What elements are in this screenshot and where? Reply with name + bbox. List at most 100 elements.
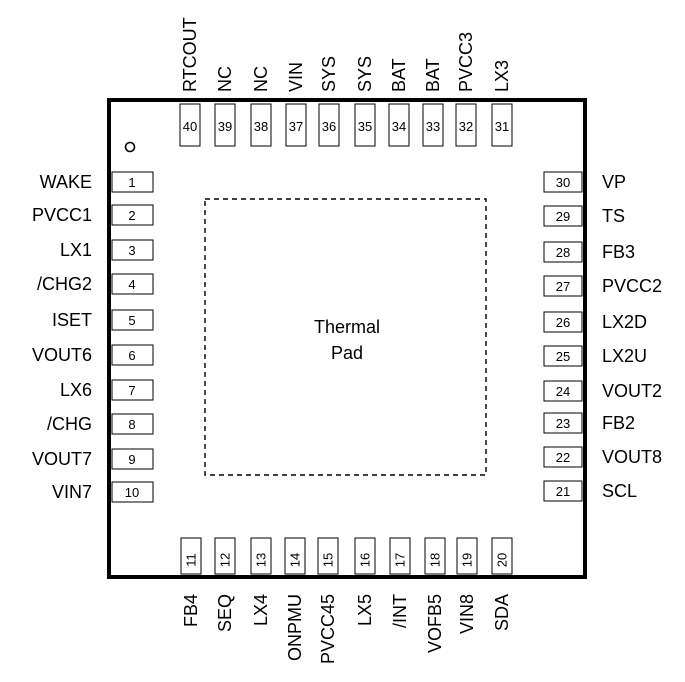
pin-number: 12 — [218, 553, 233, 567]
pin-name: LX3 — [492, 60, 512, 92]
pin-name: LX1 — [60, 240, 92, 260]
pin-name: SEQ — [215, 594, 235, 632]
pin-name: PVCC1 — [32, 205, 92, 225]
pin-number: 26 — [556, 315, 570, 330]
pin-box — [543, 205, 583, 227]
pin-number: 37 — [289, 119, 303, 134]
pin-number: 27 — [556, 279, 570, 294]
pin-23: 23 FB2 — [543, 412, 635, 434]
pin-name: LX4 — [251, 594, 271, 626]
pin-box — [285, 103, 307, 147]
pin-name: FB2 — [602, 413, 635, 433]
pin-box — [111, 448, 154, 470]
pins-layer: 1WAKE2PVCC13LX14/CHG25ISET6VOUT67LX68/CH… — [32, 17, 662, 664]
pin-box — [543, 480, 583, 502]
pin-name: VOUT8 — [602, 447, 662, 467]
pin-box — [111, 239, 154, 261]
pin-number: 13 — [254, 553, 269, 567]
pin-box — [543, 380, 583, 402]
pin-number: 6 — [128, 348, 135, 363]
pin-box — [179, 103, 201, 147]
pin1-marker — [124, 141, 136, 153]
pin-name: VIN — [286, 62, 306, 92]
pin-name: WAKE — [40, 172, 92, 192]
pin-name: PVCC2 — [602, 276, 662, 296]
pin-name: LX6 — [60, 380, 92, 400]
package-body — [107, 98, 587, 579]
pin-box — [317, 537, 339, 575]
pin-number: 38 — [254, 119, 268, 134]
pin-name: VIN8 — [457, 594, 477, 634]
pin-number: 39 — [218, 119, 232, 134]
thermal-pad-label-line2: Pad — [331, 343, 363, 363]
pin-number: 5 — [128, 313, 135, 328]
pin-number: 19 — [460, 553, 475, 567]
pin-number: 20 — [495, 553, 510, 567]
pin-name: VOUT2 — [602, 381, 662, 401]
pin-31: 31 LX3 — [491, 60, 513, 147]
pin-4: 4/CHG2 — [37, 273, 154, 295]
pin-box — [424, 537, 446, 575]
pin-number: 1 — [128, 175, 135, 190]
pin-number: 23 — [556, 416, 570, 431]
pin-27: 27 PVCC2 — [543, 275, 662, 297]
pin-number: 21 — [556, 484, 570, 499]
pin-name: FB3 — [602, 242, 635, 262]
pin-box — [543, 446, 583, 468]
pin-box — [543, 171, 583, 193]
pin-number: 31 — [495, 119, 509, 134]
pin-number: 4 — [128, 277, 135, 292]
pin-name: VOUT6 — [32, 345, 92, 365]
pin-number: 16 — [358, 553, 373, 567]
pin-name: /CHG2 — [37, 274, 92, 294]
pin-number: 11 — [184, 553, 199, 567]
pin-name: TS — [602, 206, 625, 226]
pin-name: /INT — [390, 594, 410, 628]
pin-box — [354, 103, 376, 147]
pin-name: SYS — [355, 56, 375, 92]
pin-box — [284, 537, 306, 575]
pin-number: 22 — [556, 450, 570, 465]
pin-name: LX2D — [602, 312, 647, 332]
pin-1: 1 WAKE — [40, 171, 154, 193]
pin-number: 7 — [128, 383, 135, 398]
pin-number: 14 — [288, 553, 303, 567]
pin-17: 17/INT — [389, 537, 411, 628]
pin-box — [111, 344, 154, 366]
pin-name: VP — [602, 172, 626, 192]
pin-name: ISET — [52, 310, 92, 330]
pin-name: VOFB5 — [425, 594, 445, 653]
pin-5: 5 ISET — [52, 309, 154, 331]
pin-number: 33 — [426, 119, 440, 134]
pin-26: 26 LX2D — [543, 311, 647, 333]
pin-box — [318, 103, 340, 147]
pin-box — [422, 103, 444, 147]
pin-name: RTCOUT — [180, 17, 200, 92]
pin-name: ONPMU — [285, 594, 305, 661]
pin-number: 15 — [321, 553, 336, 567]
pin-name: VIN7 — [52, 482, 92, 502]
pin-box — [543, 412, 583, 434]
pin-box — [543, 275, 583, 297]
pin-number: 32 — [459, 119, 473, 134]
pin-box — [214, 537, 236, 575]
pin-number: 30 — [556, 175, 570, 190]
pin-name: SDA — [492, 594, 512, 631]
pin-name: FB4 — [181, 594, 201, 627]
pin-number: 36 — [322, 119, 336, 134]
pin-number: 9 — [128, 452, 135, 467]
pin-box — [543, 311, 583, 333]
